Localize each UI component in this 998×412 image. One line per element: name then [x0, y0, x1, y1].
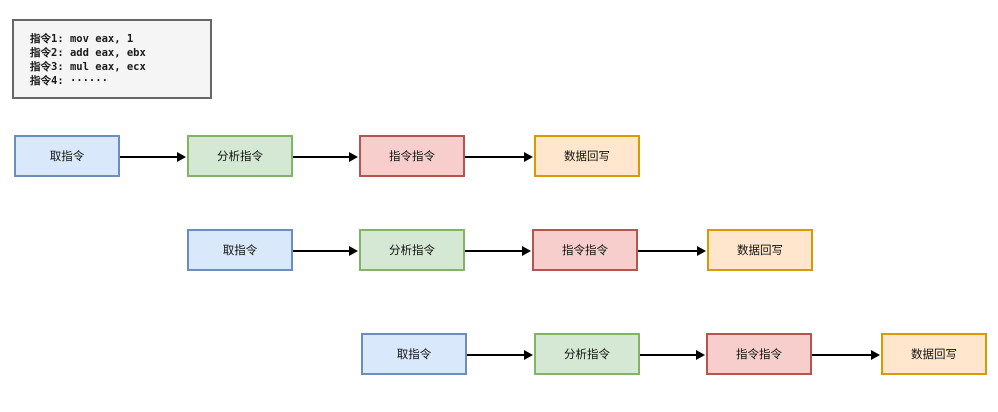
stage-execute: 指令指令 [706, 333, 812, 375]
stage-decode: 分析指令 [534, 333, 640, 375]
stage-writeback: 数据回写 [707, 229, 813, 271]
stage-decode: 分析指令 [359, 229, 465, 271]
stage-execute: 指令指令 [359, 135, 465, 177]
instruction-line-2: 指令2: add eax, ebx [30, 47, 146, 59]
arrow-connector [293, 152, 358, 162]
stage-decode: 分析指令 [187, 135, 293, 177]
stage-writeback: 数据回写 [881, 333, 987, 375]
arrow-connector [465, 246, 531, 256]
arrow-connector [465, 152, 533, 162]
stage-execute: 指令指令 [532, 229, 638, 271]
pipeline-row-2: 取指令 分析指令 指令指令 数据回写 [0, 229, 998, 275]
stage-writeback: 数据回写 [534, 135, 640, 177]
pipeline-row-3: 取指令 分析指令 指令指令 数据回写 [0, 333, 998, 379]
instruction-line-1: 指令1: mov eax, 1 [30, 33, 134, 45]
instruction-list-note: 指令1: mov eax, 1 指令2: add eax, ebx 指令3: m… [12, 19, 212, 99]
instruction-line-3: 指令3: mul eax, ecx [30, 61, 146, 73]
stage-fetch: 取指令 [361, 333, 467, 375]
stage-fetch: 取指令 [187, 229, 293, 271]
arrow-connector [293, 246, 358, 256]
arrow-connector [638, 246, 706, 256]
stage-fetch: 取指令 [14, 135, 120, 177]
arrow-connector [640, 350, 705, 360]
arrow-connector [120, 152, 186, 162]
instruction-line-4: 指令4: ······ [30, 75, 108, 87]
arrow-connector [467, 350, 533, 360]
arrow-connector [812, 350, 880, 360]
pipeline-row-1: 取指令 分析指令 指令指令 数据回写 [0, 135, 998, 181]
